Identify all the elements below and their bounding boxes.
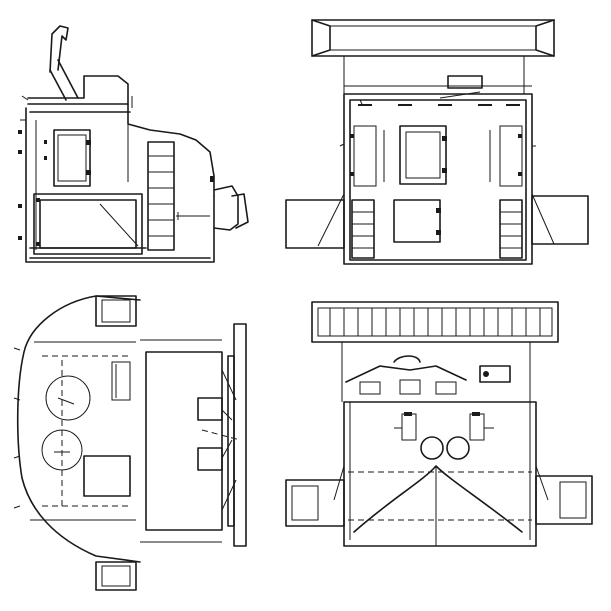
side-ladder: [147, 141, 175, 251]
side-rivets: [18, 95, 29, 240]
cab-window: [44, 129, 91, 187]
roof-canopy: [311, 19, 555, 94]
plan-side-tabs: [13, 347, 21, 509]
rear-equipment: [176, 176, 249, 231]
end-ladders: [351, 199, 523, 259]
end-elevation-view: [285, 19, 589, 265]
rear-elevation-view: [285, 301, 593, 547]
rear-body: [343, 401, 537, 547]
fender-boxes: [95, 295, 137, 591]
plan-circles: [41, 375, 91, 471]
end-body: [343, 75, 533, 265]
side-sponsons: [285, 143, 589, 249]
end-door: [399, 125, 447, 185]
ribbed-roof-rack: [311, 301, 559, 343]
rear-frame: [197, 323, 247, 547]
exhaust-stack: [49, 25, 79, 101]
rear-upper-deck: [341, 342, 531, 402]
lower-hatch: [393, 199, 441, 243]
rear-hatches: [394, 412, 494, 460]
side-door-panel: [33, 193, 143, 255]
side-elevation-view: [18, 25, 249, 263]
plan-view: [13, 295, 247, 591]
rounded-nose: [16, 295, 141, 563]
end-side-windows: [350, 125, 523, 187]
rear-sponsons: [285, 465, 593, 527]
central-hull: [83, 339, 235, 543]
